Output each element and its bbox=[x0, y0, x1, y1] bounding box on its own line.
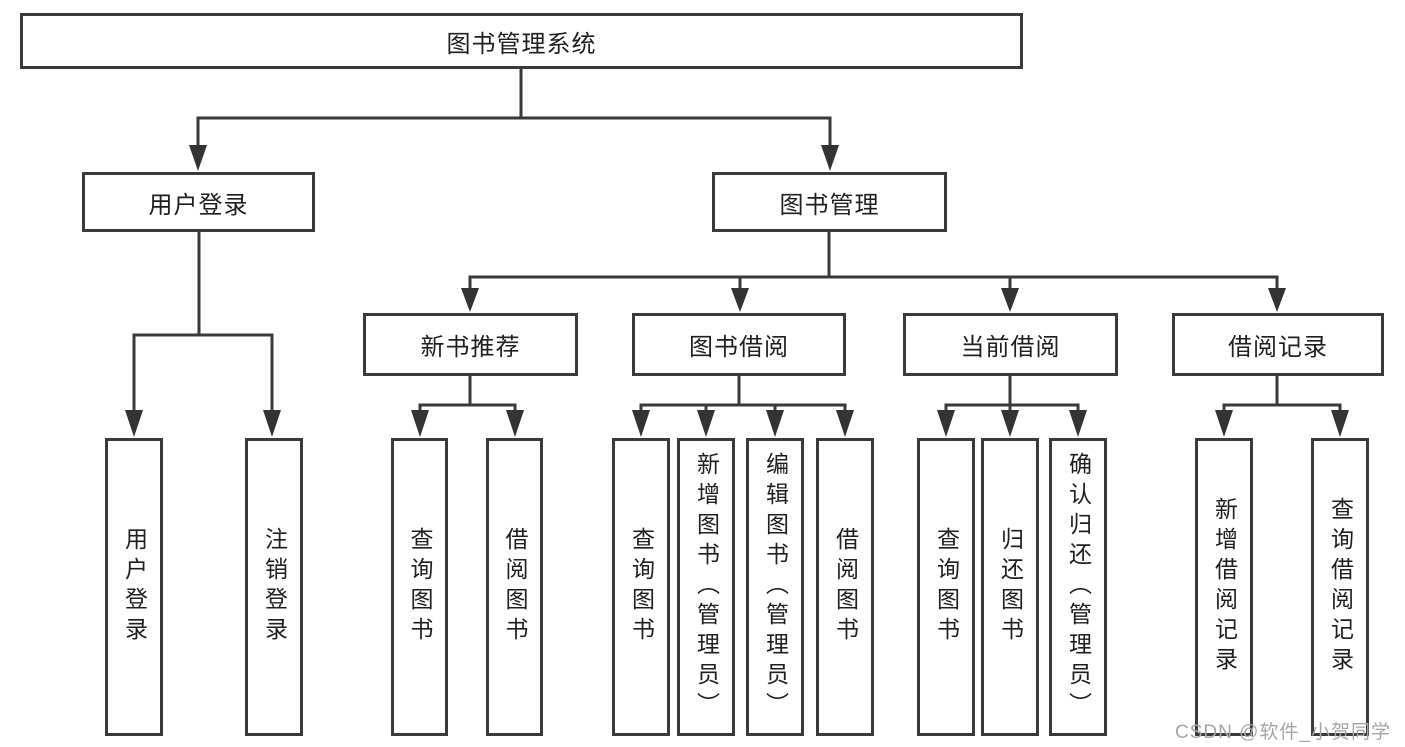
node-book-borrowing: 图书借阅 bbox=[632, 313, 846, 376]
leaf-borrow-books: 借阅图书 bbox=[816, 438, 874, 736]
node-current-borrowing: 当前借阅 bbox=[903, 313, 1118, 376]
leaf-borrow-books: 借阅图书 bbox=[486, 438, 543, 736]
node-new-book-recommendation: 新书推荐 bbox=[363, 313, 578, 376]
leaf-logout: 注销登录 bbox=[245, 438, 303, 736]
node-borrowing-records: 借阅记录 bbox=[1172, 313, 1384, 376]
leaf-add-borrow-record: 新增借阅记录 bbox=[1195, 438, 1253, 736]
leaf-return-books: 归还图书 bbox=[981, 438, 1039, 736]
leaf-add-book-admin: 新增图书（管理员） bbox=[677, 438, 735, 736]
node-book-management: 图书管理 bbox=[712, 172, 947, 232]
leaf-user-login: 用户登录 bbox=[105, 438, 163, 736]
leaf-query-books: 查询图书 bbox=[391, 438, 448, 736]
leaf-query-books: 查询图书 bbox=[612, 438, 670, 736]
leaf-confirm-return-admin: 确认归还（管理员） bbox=[1049, 438, 1107, 736]
node-user-login: 用户登录 bbox=[82, 172, 315, 232]
leaf-edit-book-admin: 编辑图书（管理员） bbox=[746, 438, 804, 736]
node-library-management-system: 图书管理系统 bbox=[20, 13, 1023, 69]
leaf-query-borrow-record: 查询借阅记录 bbox=[1311, 438, 1369, 736]
leaf-query-books: 查询图书 bbox=[917, 438, 975, 736]
arrowheads bbox=[125, 145, 1349, 437]
csdn-watermark: CSDN @软件_小贺同学 bbox=[1175, 722, 1391, 743]
